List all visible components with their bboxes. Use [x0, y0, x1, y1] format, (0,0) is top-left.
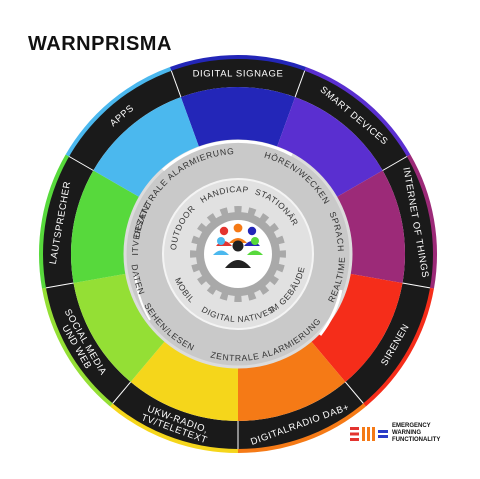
logo-line: EMERGENCY	[392, 423, 431, 429]
channel-sector	[180, 87, 296, 148]
channel-sector	[238, 340, 346, 421]
channel-sector	[335, 170, 405, 283]
channel-color-sectors	[70, 87, 405, 421]
channel-sector	[70, 170, 141, 283]
segment-divider	[382, 156, 408, 171]
rim-segment	[169, 55, 307, 72]
channel-sector	[310, 273, 403, 382]
segment-divider	[68, 156, 94, 171]
rim-segment	[406, 154, 437, 289]
logo-line: WARNING	[392, 430, 421, 436]
channel-sector	[276, 97, 383, 198]
diagram-title: WARNPRISMA	[28, 33, 172, 55]
people-group-icon	[213, 223, 263, 268]
outer-channel-label: DIGITAL SIGNAGE	[193, 68, 284, 79]
inner-ring-edge	[162, 178, 314, 330]
emergency-warning-logo: EMERGENCY WARNING FUNCTIONALITY	[350, 423, 440, 444]
rim-segment	[38, 154, 70, 289]
outer-band-dividers	[45, 70, 431, 449]
arc-highlight-right	[318, 289, 343, 336]
segment-divider	[344, 381, 364, 404]
segment-divider	[45, 282, 74, 289]
segment-divider	[402, 282, 431, 289]
emergency-warning-logo-icon	[350, 426, 388, 441]
channel-sector	[93, 97, 200, 198]
logo-line: FUNCTIONALITY	[392, 437, 441, 443]
arc-highlight-top	[162, 139, 293, 172]
segment-divider	[170, 70, 182, 98]
segment-divider	[294, 70, 306, 98]
logo-text: EMERGENCY WARNING FUNCTIONALITY	[392, 423, 440, 444]
segment-divider	[112, 381, 132, 404]
channel-sector	[73, 273, 166, 382]
channel-sector	[130, 340, 238, 421]
arc-highlight-left	[134, 271, 151, 321]
